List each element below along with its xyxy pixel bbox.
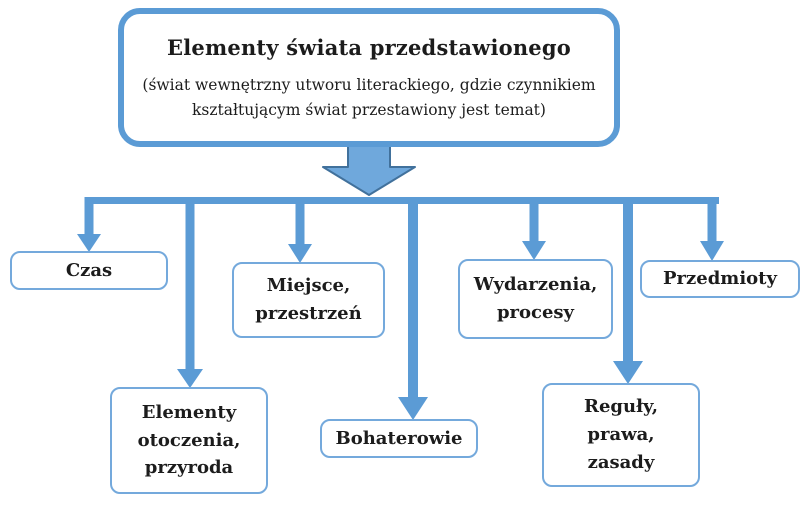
root-subtitle: (świat wewnętrzny utworu literackiego, g… (142, 76, 596, 119)
connector-czas (77, 197, 101, 252)
node-przedmioty-label: Przedmioty (663, 268, 777, 290)
node-reguly-prawa-zasady: Reguły, prawa, zasady (542, 383, 700, 487)
node-miejsce-przestrzen: Miejsce, przestrzeń (232, 262, 385, 338)
branch-bar (85, 197, 719, 204)
node-czas-label: Czas (65, 259, 113, 281)
connector-bohaterowie (398, 200, 428, 420)
root-node: Elementy świata przedstawionego (świat w… (118, 8, 620, 147)
connector-wydarzenia (522, 200, 546, 260)
big-down-arrow-icon (322, 145, 416, 196)
node-elementy-otoczenia-label: Elementy otoczenia, przyroda (137, 401, 241, 479)
connector-elementy-otoczenia (177, 200, 203, 388)
root-title: Elementy świata przedstawionego (167, 35, 571, 61)
node-wydarzenia-procesy-label: Wydarzenia, procesy (473, 274, 598, 323)
node-reguly-prawa-zasady-label: Reguły, prawa, zasady (583, 396, 658, 473)
connector-przedmioty (700, 197, 724, 261)
node-bohaterowie-label: Bohaterowie (335, 427, 463, 449)
node-bohaterowie: Bohaterowie (320, 419, 478, 458)
node-wydarzenia-procesy: Wydarzenia, procesy (458, 259, 613, 339)
connector-miejsce (288, 200, 312, 263)
node-przedmioty: Przedmioty (640, 260, 800, 298)
node-miejsce-przestrzen-label: Miejsce, przestrzeń (255, 275, 362, 324)
node-elementy-otoczenia: Elementy otoczenia, przyroda (110, 387, 268, 494)
node-czas: Czas (10, 251, 168, 290)
connector-reguly (613, 200, 643, 384)
